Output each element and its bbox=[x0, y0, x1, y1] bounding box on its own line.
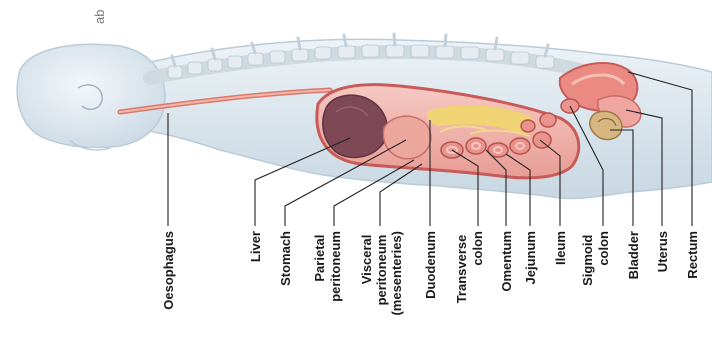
label-visceral-peritoneum: Visceral peritoneum (mesenteries) bbox=[359, 231, 404, 316]
label-uterus: Uterus bbox=[655, 231, 670, 272]
label-transverse-colon: Transverse colon bbox=[454, 231, 485, 303]
label-bladder: Bladder bbox=[626, 231, 641, 279]
label-parietal-peritoneum: Parietal peritoneum bbox=[312, 231, 343, 302]
label-ileum: Ileum bbox=[553, 231, 568, 265]
head bbox=[17, 44, 165, 147]
label-omentum: Omentum bbox=[499, 231, 514, 292]
labels: Oesophagus Liver Stomach Parietal perito… bbox=[161, 231, 700, 316]
label-rectum: Rectum bbox=[685, 231, 700, 279]
liver-shape bbox=[323, 95, 387, 157]
label-duodenum: Duodenum bbox=[423, 231, 438, 299]
label-jejunum: Jejunum bbox=[523, 231, 538, 284]
label-oesophagus: Oesophagus bbox=[161, 231, 176, 310]
label-liver: Liver bbox=[248, 231, 263, 262]
label-stomach: Stomach bbox=[278, 231, 293, 286]
stomach-shape bbox=[383, 116, 430, 159]
label-sigmoid-colon: Sigmoid colon bbox=[580, 231, 611, 286]
corner-fragment: ab bbox=[92, 10, 107, 24]
